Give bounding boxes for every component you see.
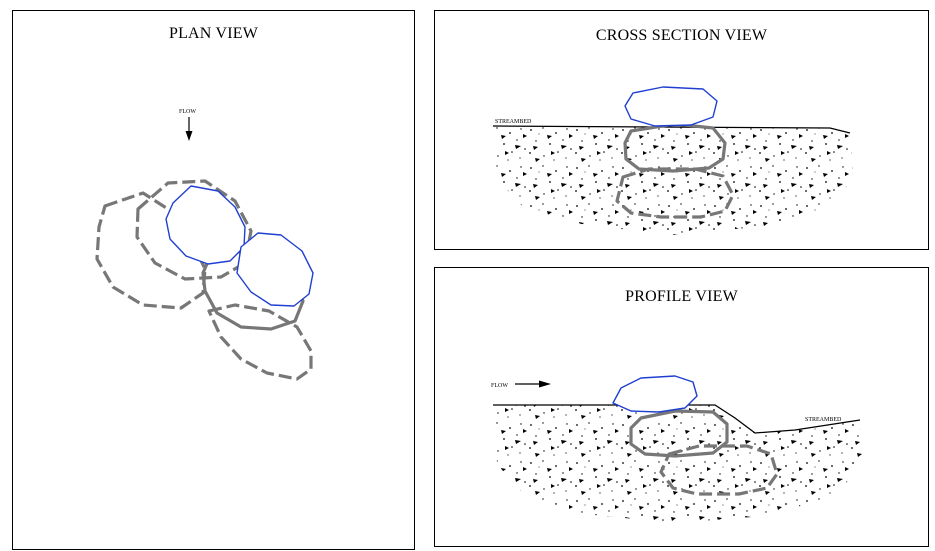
plan-view-title: PLAN VIEW — [168, 25, 259, 42]
profile-view-drawing: FLOW STREAMBED — [491, 375, 863, 523]
cross-section-title: CROSS SECTION VIEW — [595, 27, 768, 44]
plan-rock-buried-lower — [207, 303, 313, 381]
cross-rock-top — [624, 86, 718, 127]
cross-rock-buried-lower — [615, 167, 735, 219]
plan-view-drawing: FLOW — [95, 109, 314, 381]
profile-streambed-label: STREAMBED — [805, 417, 842, 423]
profile-rock-top — [612, 375, 698, 413]
profile-rock-buried-lower — [659, 444, 779, 496]
profile-rock-buried-middle — [629, 409, 729, 458]
profile-view-panel: PROFILE VIEW — [434, 267, 929, 547]
cross-section-drawing: STREAMBED — [492, 86, 853, 235]
cross-gravel-fill — [495, 126, 853, 235]
cross-section-view-panel: CROSS SECTION VIEW — [434, 10, 929, 250]
cross-rock-buried-middle — [623, 122, 727, 173]
plan-rock-buried-center — [135, 179, 253, 281]
plan-flow-label: FLOW — [179, 109, 196, 115]
profile-view-title: PROFILE VIEW — [625, 288, 738, 305]
plan-rock-top-lower — [236, 232, 314, 307]
cross-streambed-label: STREAMBED — [495, 119, 532, 125]
plan-view-panel: PLAN VIEW FLOW — [12, 10, 415, 550]
profile-flow-arrow-head — [539, 380, 551, 388]
plan-rock-top-upper — [165, 185, 246, 265]
plan-flow-arrow-head — [185, 131, 193, 141]
profile-flow-label: FLOW — [491, 383, 508, 389]
